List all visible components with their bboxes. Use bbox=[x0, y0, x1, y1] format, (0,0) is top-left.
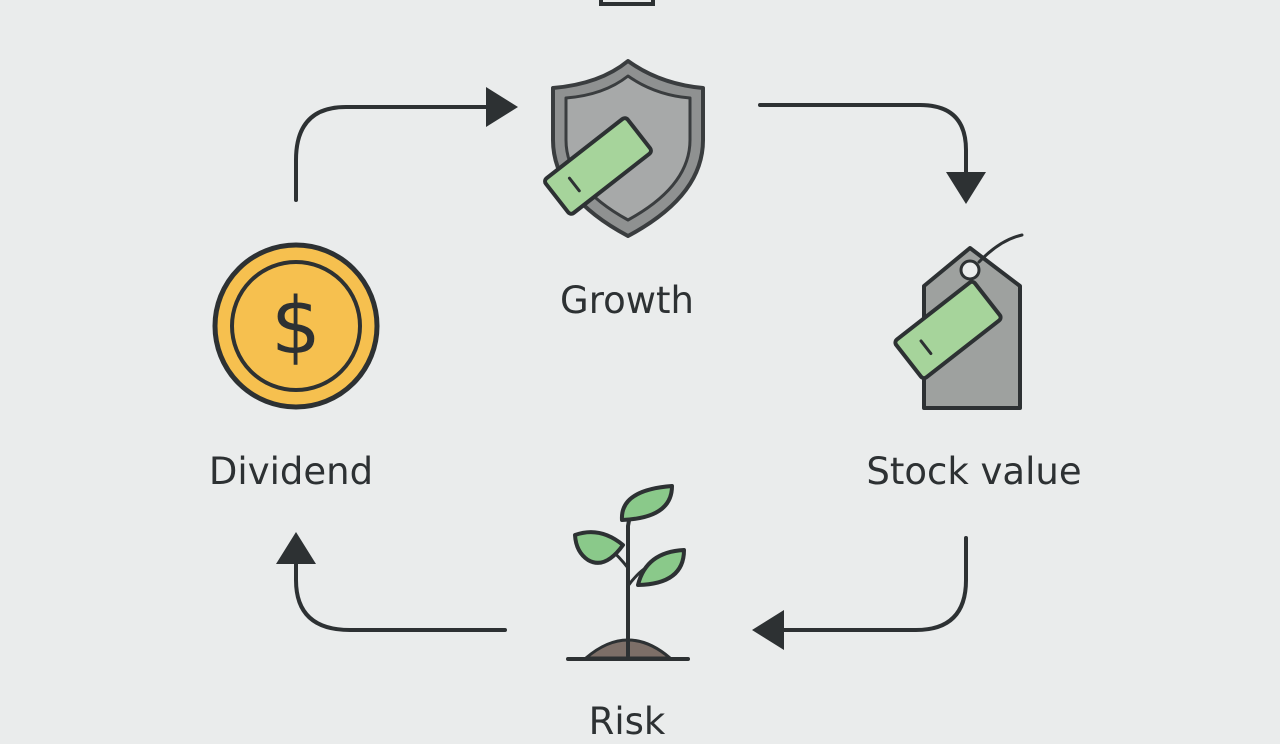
price-tag-money-icon bbox=[893, 233, 1024, 410]
node-label-dividend: Dividend bbox=[208, 450, 374, 493]
svg-text:$: $ bbox=[271, 282, 321, 372]
node-label-stock-value: Stock value bbox=[866, 450, 1082, 493]
node-label-growth: Growth bbox=[560, 279, 694, 322]
cycle-diagram: $ bbox=[212, 0, 1024, 661]
arrow-stock-value-to-bottom bbox=[752, 536, 968, 650]
node-label-bottom: Risk bbox=[588, 700, 666, 743]
top-partial-icon bbox=[599, 0, 655, 6]
arrow-bottom-to-dividend bbox=[276, 532, 507, 632]
shield-money-icon bbox=[543, 59, 705, 238]
sprout-icon bbox=[566, 484, 690, 661]
dollar-coin-icon: $ bbox=[212, 242, 380, 410]
arrow-growth-to-stock-value bbox=[758, 103, 986, 204]
arrow-dividend-to-growth bbox=[294, 87, 518, 202]
